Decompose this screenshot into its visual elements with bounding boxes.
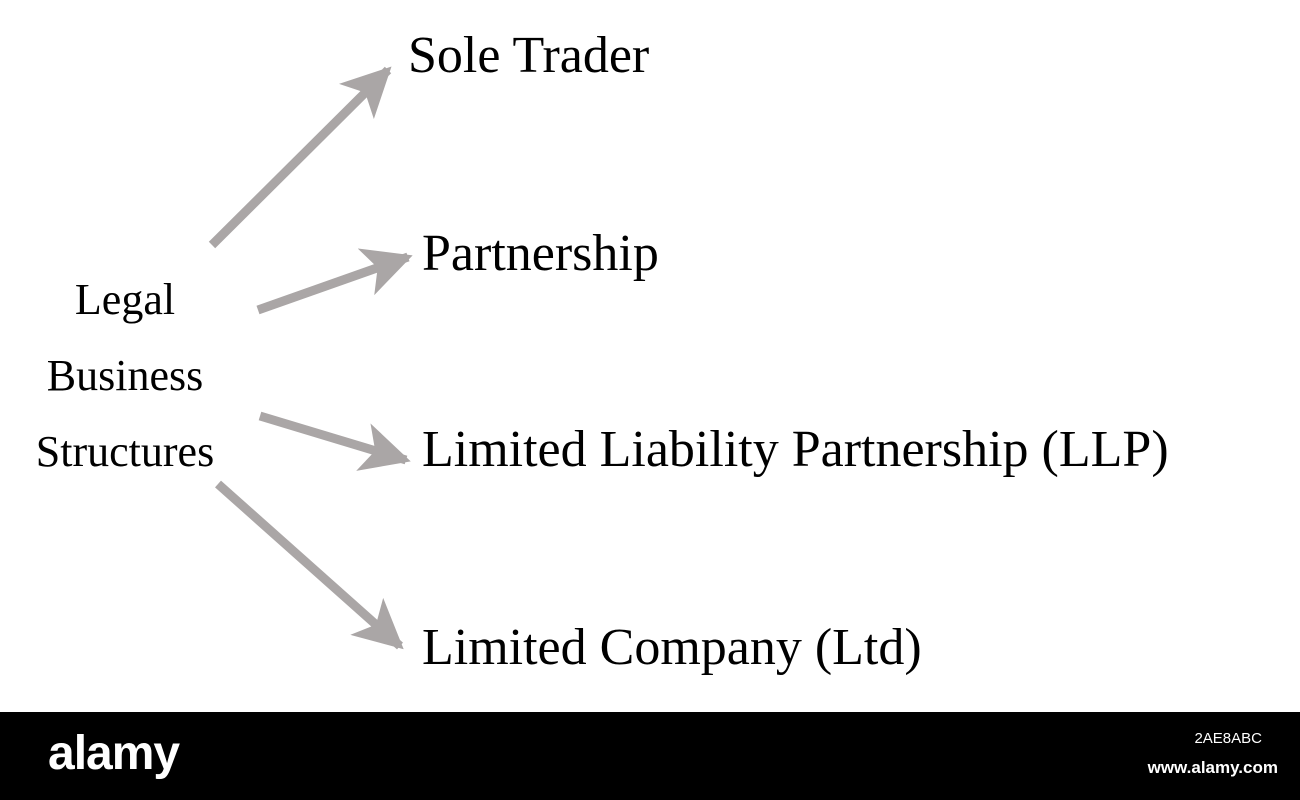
watermark-bar: alamy 2AE8ABC www.alamy.com	[0, 712, 1300, 800]
target-node-sole-trader: Sole Trader	[408, 27, 650, 84]
source-label-line-1: Legal	[74, 275, 176, 324]
source-node-legal-business-structures: Legal Business Structures	[10, 262, 240, 490]
target-node-limited-company: Limited Company (Ltd)	[422, 619, 922, 676]
arrow-to-partnership	[256, 248, 413, 315]
arrow-to-limited-company	[215, 480, 404, 650]
site-url-label: www.alamy.com	[1147, 758, 1278, 777]
source-label-line-2: Business	[46, 351, 204, 400]
arrow-to-sole-trader	[208, 66, 392, 249]
arrows-layer	[208, 66, 413, 650]
alamy-logo: alamy	[48, 727, 180, 780]
target-node-llp: Limited Liability Partnership (LLP)	[422, 421, 1169, 478]
source-label-line-3: Structures	[35, 427, 215, 476]
target-node-partnership: Partnership	[422, 225, 659, 282]
image-id-label: 2AE8ABC	[1194, 730, 1262, 747]
arrow-to-llp	[258, 411, 411, 471]
